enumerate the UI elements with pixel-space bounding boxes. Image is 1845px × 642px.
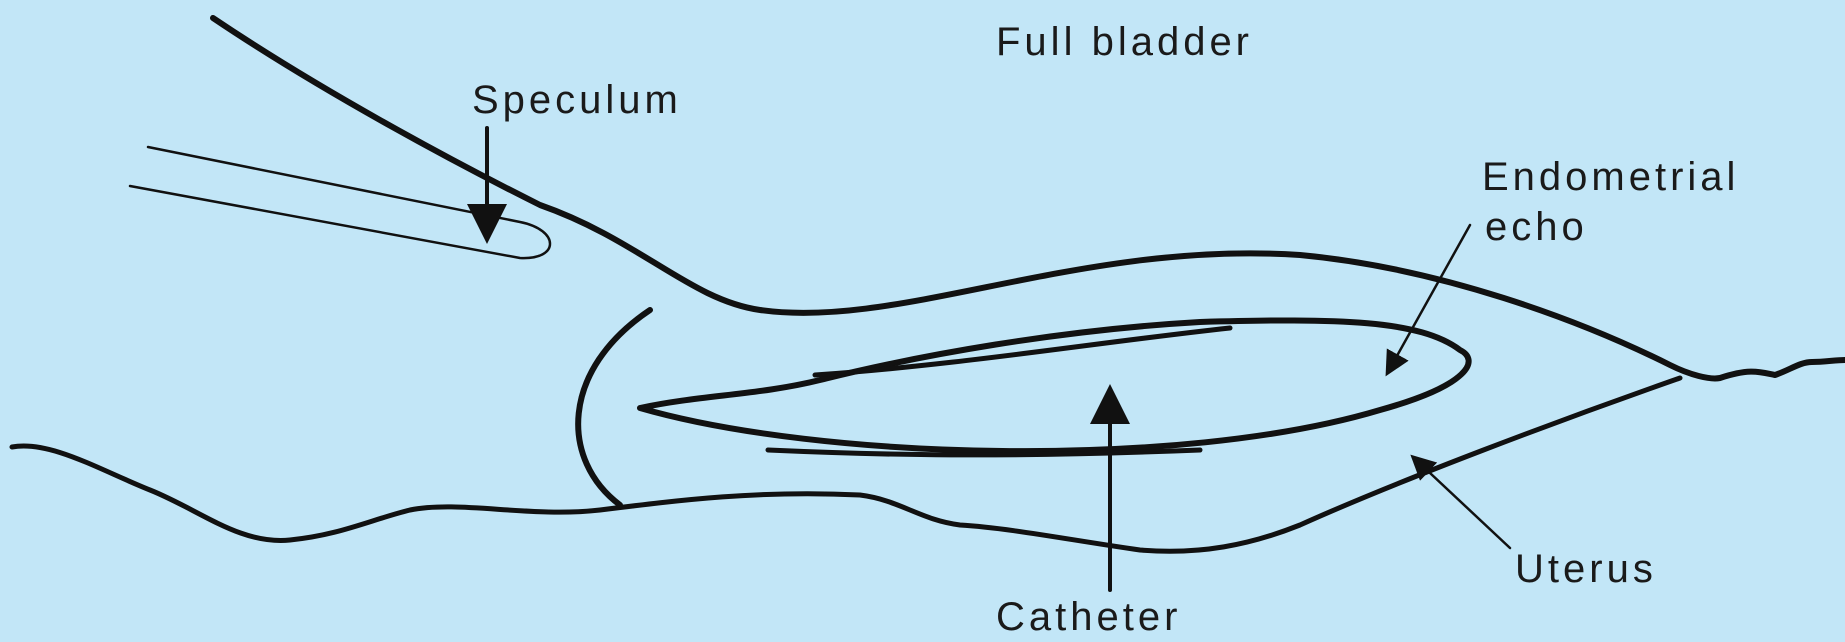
label-speculum: Speculum	[472, 78, 682, 122]
label-full-bladder: Full bladder	[996, 20, 1253, 64]
label-uterus: Uterus	[1515, 547, 1657, 591]
label-endometrial: Endometrial	[1482, 155, 1739, 199]
catheter-line	[815, 328, 1230, 375]
posterior-wall-line	[12, 378, 1680, 551]
label-echo: echo	[1485, 205, 1588, 249]
label-catheter: Catheter	[996, 595, 1181, 639]
uterus-arrow	[1414, 458, 1510, 548]
endometrial-cavity-line	[640, 320, 1469, 451]
